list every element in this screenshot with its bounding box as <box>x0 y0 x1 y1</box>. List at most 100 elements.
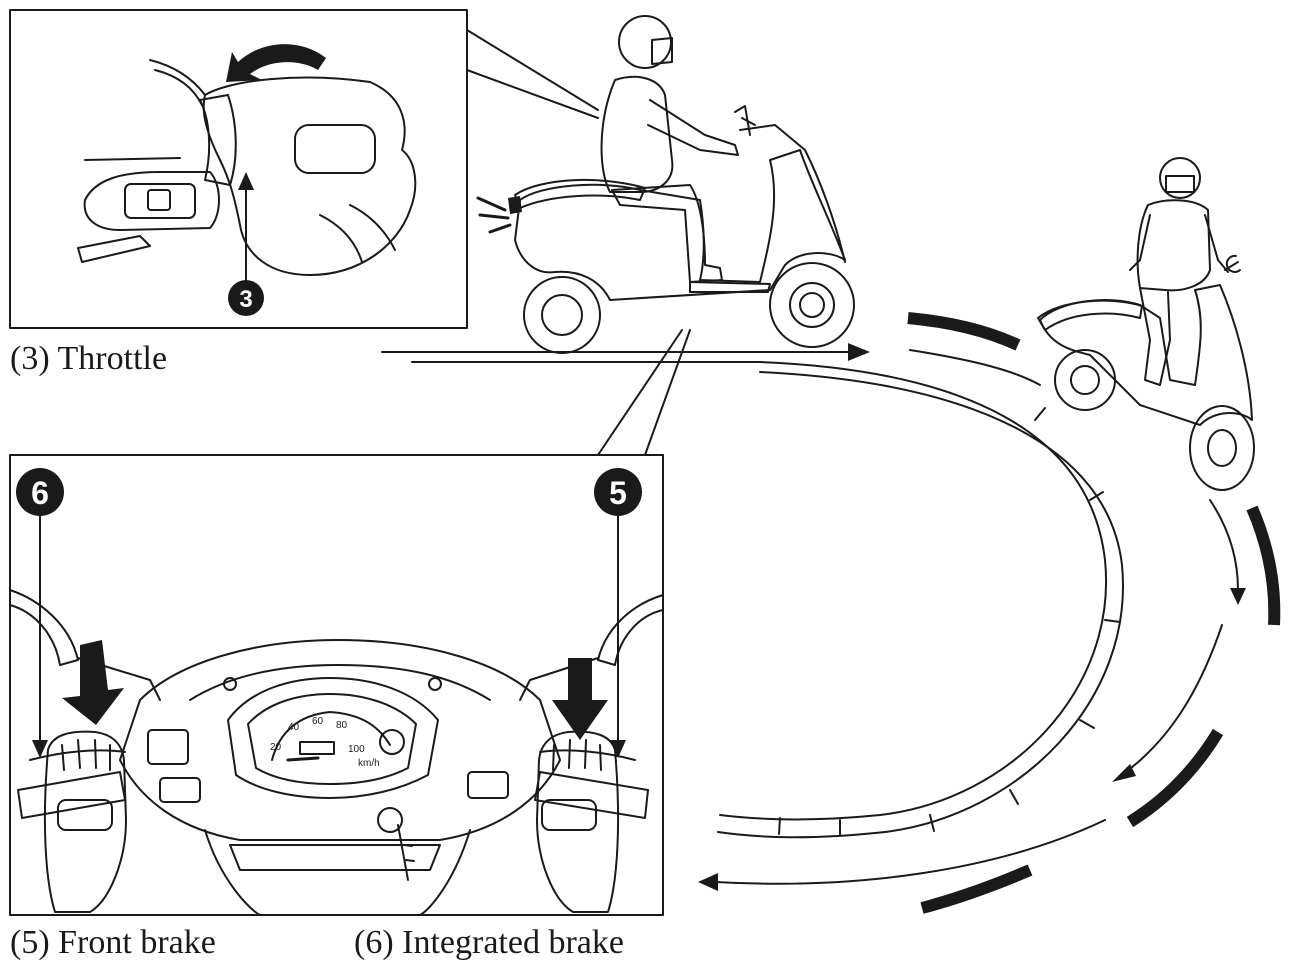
rider-arm <box>647 99 739 156</box>
scooter-rider-turning <box>1037 157 1255 491</box>
speed-unit-label: km/h <box>358 758 380 769</box>
speedometer-needle <box>286 756 320 762</box>
turning-rider-helmet <box>1159 157 1201 199</box>
right-mirror <box>597 594 664 666</box>
integrated-brake-caption: (6) Integrated brake <box>354 924 624 961</box>
throttle-caption: (3) Throttle <box>10 340 168 377</box>
throttle-inset-frame <box>9 9 468 329</box>
front-wheel <box>769 262 855 348</box>
handlebar-inset: 20 40 60 80 100 km/h <box>9 329 691 916</box>
front-brake-callout-arrowhead <box>610 740 626 758</box>
rider-helmet <box>618 15 672 69</box>
switch-housing <box>83 171 220 231</box>
handlebar-cowl <box>119 639 561 841</box>
motion-dash <box>907 312 1021 351</box>
left-glove-knuckles <box>61 739 111 771</box>
rear-wheel-hub <box>541 294 583 336</box>
road-inner-curve <box>719 361 1108 821</box>
ignition-key <box>397 824 415 881</box>
braking-path <box>381 312 1281 914</box>
turning-rear-hub <box>1070 365 1100 395</box>
turning-rider-visor <box>1165 175 1195 193</box>
fuel-gauge <box>379 729 405 755</box>
turning-front-wheel <box>1189 405 1255 491</box>
turning-front-hub <box>1207 429 1237 467</box>
left-glove-patch <box>57 799 113 831</box>
scooter-front-panel <box>739 124 846 263</box>
cowl-bolt-right <box>428 677 442 691</box>
scooter-rider-side-view <box>476 15 855 354</box>
speedometer-scale-arc <box>271 711 391 761</box>
path-direction-arrow-icon <box>848 343 870 361</box>
integrated-brake-callout-badge <box>16 468 64 516</box>
rider-visor <box>651 37 673 65</box>
throttle-rotate-arrow-icon <box>226 44 326 82</box>
brake-lever-press-arrow-icon <box>552 658 608 740</box>
front-wheel-hub <box>789 282 835 328</box>
right-handlebar <box>534 771 649 819</box>
speedometer-tick-labels: 20 40 60 80 100 km/h <box>270 716 380 769</box>
rear-wheel <box>523 276 601 354</box>
glove-finger-lines <box>319 204 396 263</box>
motion-dash <box>1126 728 1224 828</box>
scooter-body <box>514 149 846 301</box>
motion-dash <box>920 864 1033 914</box>
throttle-inset: 3 <box>9 9 599 329</box>
rider-leg <box>611 184 723 283</box>
ignition-switch <box>377 807 403 833</box>
tail-light <box>508 196 522 214</box>
integrated-brake-callout-arrowhead <box>32 740 48 758</box>
turn-arc-upper <box>909 349 1041 386</box>
cowl-inner-line <box>189 664 491 701</box>
left-switch-pod <box>147 729 189 765</box>
road-segment-ticks <box>778 407 1121 837</box>
brake-light-flash-icon <box>476 196 512 234</box>
front-brake-caption: (5) Front brake <box>10 924 216 961</box>
speed-tick-label: 60 <box>312 716 324 727</box>
turning-seat <box>1037 299 1143 331</box>
front-apron <box>204 829 471 916</box>
path-direction-arrow-icon <box>1230 588 1246 605</box>
turning-mirror <box>1224 254 1241 273</box>
turn-arc-mid <box>1121 624 1223 776</box>
gloved-hand <box>202 76 417 276</box>
turning-rear-wheel <box>1054 349 1116 411</box>
speed-tick-label: 40 <box>288 722 300 733</box>
turning-rider-arm <box>1129 214 1229 273</box>
scooter-floorboard <box>689 281 771 293</box>
handlebar-inset-leader <box>597 329 683 456</box>
left-brake-lever <box>29 749 126 761</box>
turning-rider-torso <box>1136 199 1211 292</box>
handlebar-inset-frame <box>9 454 664 916</box>
switch-knob <box>147 189 171 211</box>
path-direction-arrow-icon <box>1112 764 1136 782</box>
throttle-inset-leader <box>466 69 599 119</box>
rider-torso <box>600 75 674 193</box>
handlebar-mirror <box>734 105 756 136</box>
odometer-display <box>299 741 335 755</box>
throttle-callout-number: 3 <box>239 286 252 313</box>
front-brake-callout-badge <box>594 468 642 516</box>
motion-dash <box>1246 505 1281 626</box>
right-brake-lever <box>539 749 636 761</box>
front-brake-disc <box>799 292 825 318</box>
throttle-callout-badge <box>228 280 264 316</box>
left-switch-lower <box>159 777 201 803</box>
turning-rider-leg <box>1139 287 1171 386</box>
scooter-seat <box>514 178 646 209</box>
glove-patch <box>294 124 376 174</box>
handlebar-inset-leader <box>644 329 691 456</box>
integrated-brake-callout-number: 6 <box>31 475 49 511</box>
cowl-bolt-left <box>223 677 237 691</box>
road-outer-curve <box>717 371 1124 839</box>
right-gloved-hand <box>536 730 620 913</box>
right-switch-pod <box>467 771 509 799</box>
sleeve-lines <box>149 59 206 106</box>
handlebar-grip-lower <box>77 235 151 263</box>
switch-button <box>124 183 196 219</box>
speed-tick-label: 20 <box>270 742 282 753</box>
speedometer-face <box>247 693 417 785</box>
left-gloved-hand <box>43 730 127 913</box>
path-direction-arrow-icon <box>698 873 718 891</box>
brake-lever-press-arrow-icon <box>62 640 124 725</box>
